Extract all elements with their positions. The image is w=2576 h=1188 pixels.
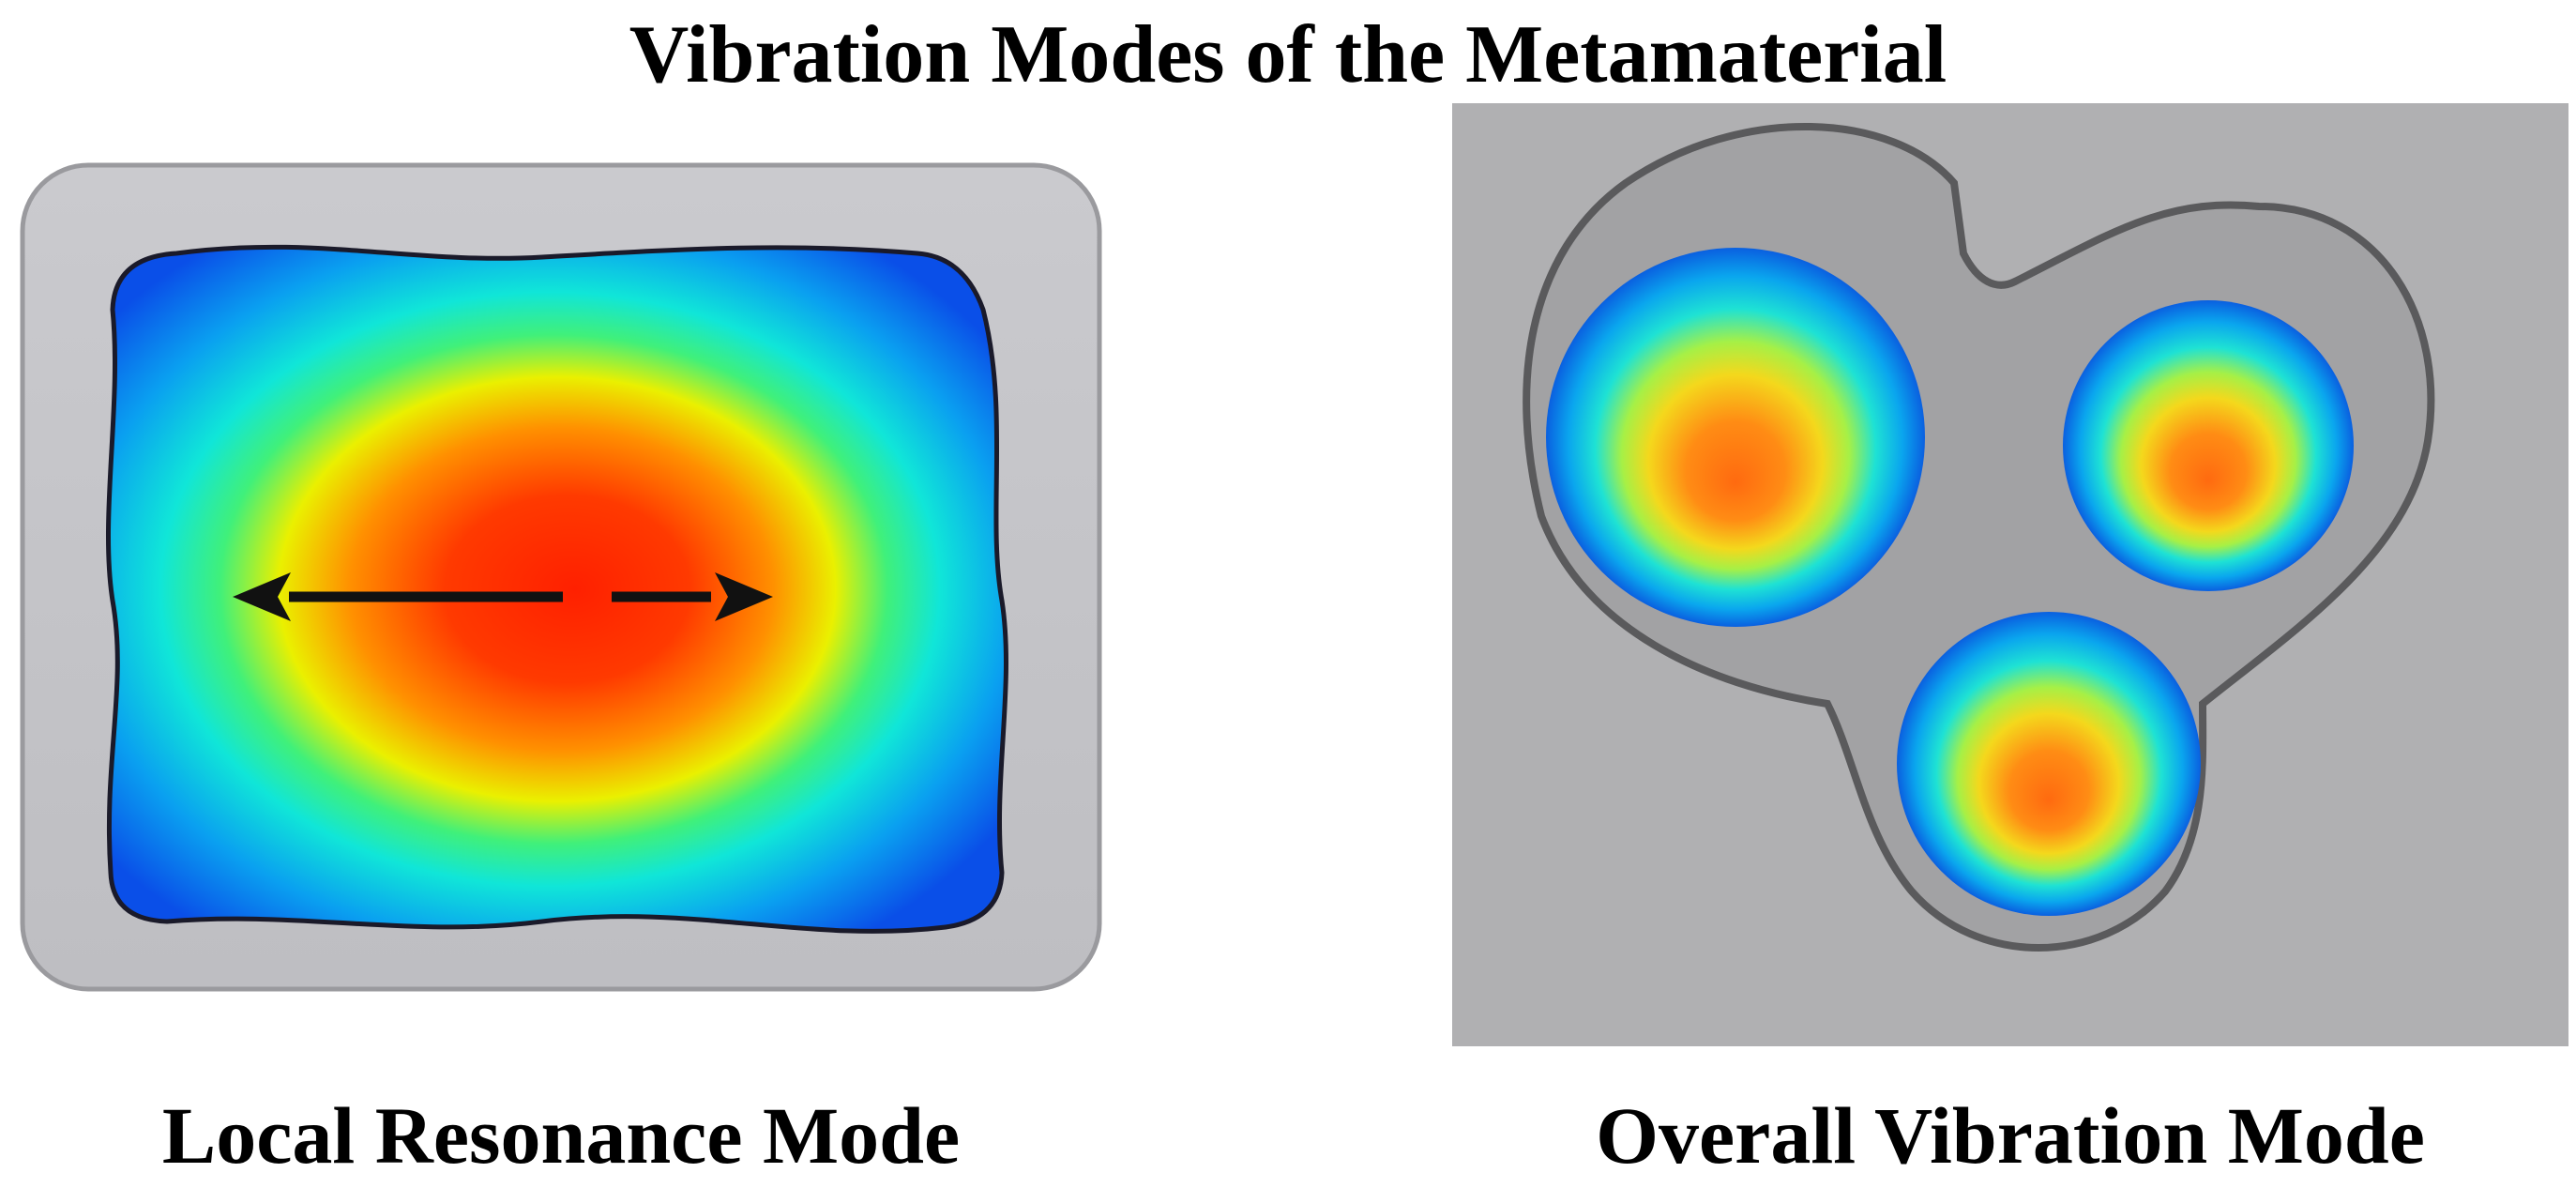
local-resonance-diagram	[20, 162, 1102, 992]
scatterer-top-left	[1546, 248, 1925, 627]
figure-title: Vibration Modes of the Metamaterial	[629, 9, 1947, 100]
overall-vibration-caption: Overall Vibration Mode	[1596, 1090, 2425, 1180]
overall-vibration-diagram	[1452, 103, 2568, 1046]
resonator-core	[106, 244, 1008, 934]
local-resonance-panel	[17, 160, 1105, 995]
overall-vibration-panel	[1452, 103, 2568, 1046]
double-headed-arrow-icon	[233, 572, 773, 621]
scatterer-top-right	[2063, 300, 2354, 591]
scatterer-bottom	[1897, 612, 2201, 916]
local-resonance-caption: Local Resonance Mode	[161, 1090, 961, 1180]
